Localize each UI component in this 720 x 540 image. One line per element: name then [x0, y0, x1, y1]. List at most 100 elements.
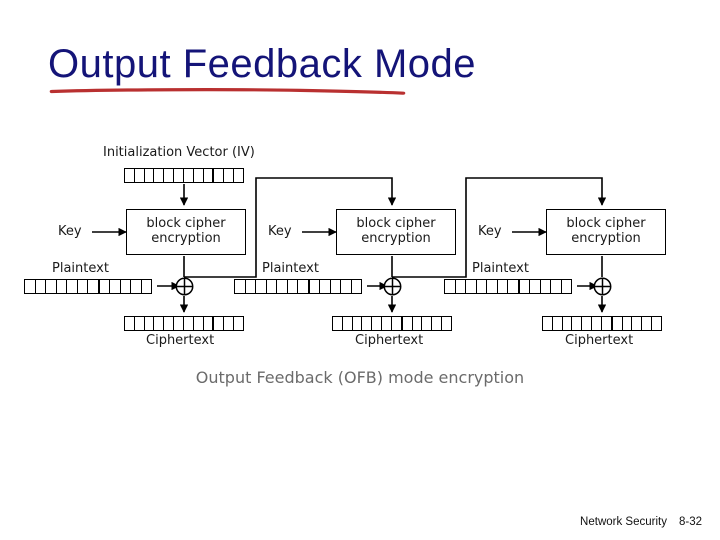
register-cell — [46, 280, 57, 293]
register-cell — [224, 169, 235, 182]
register-cell — [392, 317, 403, 330]
register-cell — [135, 169, 145, 182]
xor-gate-stage-2 — [383, 277, 402, 296]
page-title: Output Feedback Mode — [48, 42, 477, 86]
register-cell — [508, 280, 520, 293]
register-cell — [298, 280, 310, 293]
register-cell — [267, 280, 277, 293]
xor-gate-stage-3 — [593, 277, 612, 296]
register-cell — [362, 317, 373, 330]
register-cell — [142, 280, 152, 293]
register-cell — [442, 317, 451, 330]
register-cell — [553, 317, 563, 330]
register-cell — [184, 317, 194, 330]
cipher-box-line-2: encryption — [151, 231, 221, 246]
register-cell — [413, 317, 423, 330]
register-cell — [214, 169, 225, 182]
register-cell — [331, 280, 341, 293]
register-cell — [57, 280, 67, 293]
register-cell — [551, 280, 562, 293]
register-cell — [88, 280, 100, 293]
ciphertext-register-stage-3 — [542, 316, 662, 331]
register-cell — [131, 280, 142, 293]
register-cell — [154, 169, 165, 182]
diagram-caption: Output Feedback (OFB) mode encryption — [195, 368, 525, 387]
register-cell — [382, 317, 392, 330]
register-cell — [343, 317, 353, 330]
register-cell — [498, 280, 508, 293]
register-cell — [613, 317, 623, 330]
key-label-stage-3: Key — [478, 224, 502, 239]
ciphertext-register-stage-2 — [332, 316, 452, 331]
register-cell — [145, 317, 155, 330]
register-cell — [164, 169, 175, 182]
register-cell — [184, 169, 194, 182]
register-cell — [372, 317, 383, 330]
register-cell — [174, 169, 184, 182]
cipher-box-line-1: block cipher — [356, 216, 436, 232]
register-cell — [477, 280, 487, 293]
title-underline-decoration — [49, 88, 406, 95]
footer-page-number: 8-32 — [678, 516, 702, 528]
register-cell — [403, 317, 413, 330]
cipher-box-line-1: block cipher — [146, 216, 226, 232]
register-cell — [25, 280, 36, 293]
register-cell — [204, 169, 215, 182]
register-cell — [632, 317, 643, 330]
register-cell — [563, 317, 573, 330]
register-cell — [572, 317, 583, 330]
register-cell — [277, 280, 288, 293]
register-cell — [67, 280, 78, 293]
key-label-stage-1: Key — [58, 224, 82, 239]
cipher-box-line-1: block cipher — [566, 216, 646, 232]
register-cell — [582, 317, 593, 330]
register-cell — [256, 280, 267, 293]
block-cipher-encryption-stage-3: block cipher encryption — [546, 209, 666, 255]
register-cell — [320, 280, 331, 293]
register-cell — [341, 280, 352, 293]
register-cell — [194, 317, 204, 330]
register-cell — [135, 317, 145, 330]
cipher-box-line-2: encryption — [361, 231, 431, 246]
register-cell — [541, 280, 551, 293]
register-cell — [78, 280, 88, 293]
register-cell — [154, 317, 165, 330]
register-cell — [487, 280, 498, 293]
key-label-stage-2: Key — [268, 224, 292, 239]
ciphertext-label-stage-1: Ciphertext — [146, 333, 215, 348]
register-cell — [445, 280, 456, 293]
cipher-box-line-2: encryption — [571, 231, 641, 246]
plaintext-label-stage-2: Plaintext — [262, 261, 319, 276]
plaintext-label-stage-3: Plaintext — [472, 261, 529, 276]
xor-gate-stage-1 — [175, 277, 194, 296]
ciphertext-register-stage-1 — [124, 316, 244, 331]
register-cell — [125, 317, 135, 330]
register-cell — [642, 317, 653, 330]
register-cell — [125, 169, 135, 182]
register-cell — [214, 317, 225, 330]
register-cell — [164, 317, 175, 330]
register-cell — [562, 280, 572, 293]
register-cell — [288, 280, 298, 293]
register-cell — [602, 317, 613, 330]
register-cell — [36, 280, 46, 293]
ciphertext-label-stage-2: Ciphertext — [355, 333, 424, 348]
register-cell — [246, 280, 256, 293]
register-cell — [543, 317, 553, 330]
block-cipher-encryption-stage-1: block cipher encryption — [126, 209, 246, 255]
register-cell — [520, 280, 530, 293]
register-cell — [623, 317, 633, 330]
iv-register — [124, 168, 244, 183]
register-cell — [530, 280, 541, 293]
register-cell — [145, 169, 155, 182]
register-cell — [456, 280, 466, 293]
plaintext-label-stage-1: Plaintext — [52, 261, 109, 276]
ciphertext-label-stage-3: Ciphertext — [565, 333, 634, 348]
block-cipher-encryption-stage-2: block cipher encryption — [336, 209, 456, 255]
register-cell — [422, 317, 433, 330]
register-cell — [333, 317, 343, 330]
diagram-connectors — [92, 177, 607, 313]
register-cell — [310, 280, 320, 293]
